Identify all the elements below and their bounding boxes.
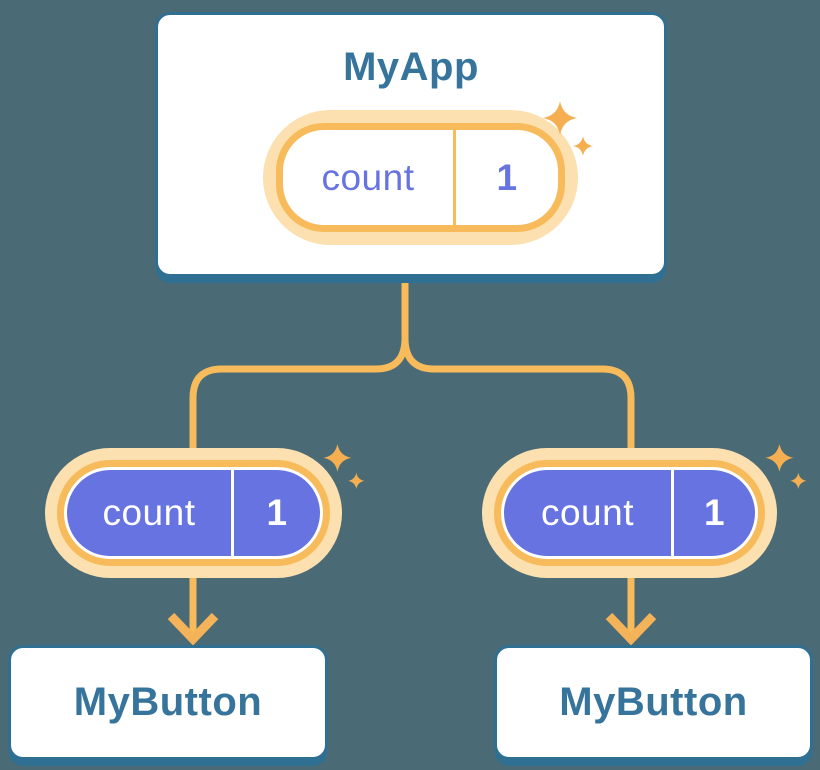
component-label: MyButton [73, 680, 263, 724]
arrow-down-icon [167, 612, 219, 646]
state-value: 1 [703, 492, 726, 533]
state-value: 1 [496, 156, 518, 198]
state-pill-ring: count 1 [57, 460, 330, 566]
pill-divider [231, 470, 234, 556]
component-card-mybutton-left: MyButton [8, 645, 328, 760]
sparkle-icon [765, 443, 807, 490]
pill-divider [453, 130, 456, 225]
state-pill-body: count 1 [67, 470, 320, 556]
pill-divider [671, 470, 674, 556]
state-value: 1 [266, 492, 288, 533]
state-pill-child-left: count 1 [45, 448, 342, 578]
state-pill-root: count 1 [263, 110, 578, 245]
sparkle-icon [323, 443, 365, 490]
state-key: count [321, 156, 415, 198]
sparkle-icon [543, 101, 593, 156]
component-label: MyButton [559, 680, 748, 724]
state-key: count [102, 492, 196, 533]
state-pill-ring: count 1 [276, 123, 565, 232]
state-key: count [540, 492, 634, 533]
component-label: MyApp [343, 45, 479, 89]
state-pill-child-right: count 1 [482, 448, 777, 578]
state-pill-ring: count 1 [494, 460, 765, 566]
connector-branch-left [189, 282, 409, 452]
connector-branch-right [401, 282, 635, 452]
state-pill-body: count 1 [504, 470, 755, 556]
arrow-down-icon [605, 612, 657, 646]
component-card-mybutton-right: MyButton [494, 645, 813, 760]
